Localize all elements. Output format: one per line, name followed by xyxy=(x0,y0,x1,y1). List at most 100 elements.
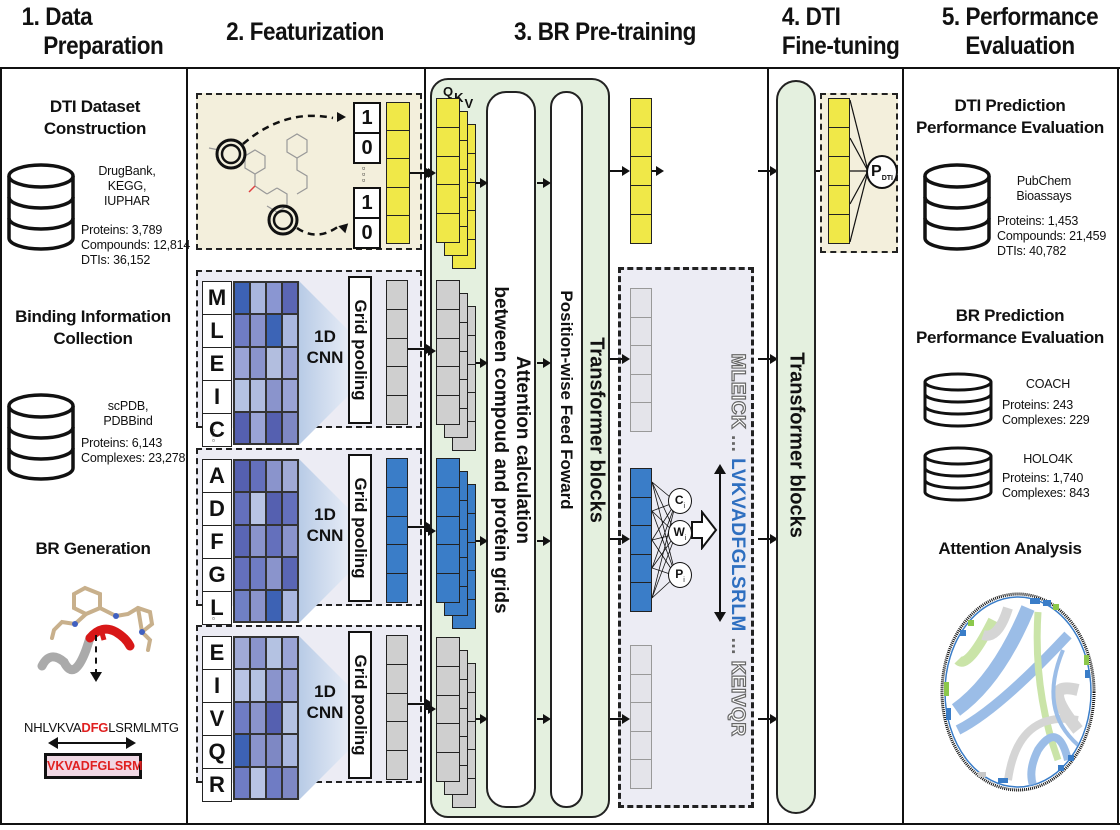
stat-line: DTIs: 40,782 xyxy=(997,244,1067,258)
node-main: W xyxy=(673,525,685,539)
pool-label: Grid pooling xyxy=(351,477,370,579)
binding-stats: Proteins: 6,143 Complexes: 23,278 xyxy=(81,436,191,466)
heatmap-cell xyxy=(266,701,282,735)
heatmap-cell xyxy=(250,669,266,702)
heatmap-cell xyxy=(234,346,250,380)
source-name: PDBBind xyxy=(103,414,153,428)
dti-dataset-title: DTI Dataset Construction xyxy=(5,96,185,140)
cnn-label: 1D CNN xyxy=(303,681,347,723)
residue-letter: C xyxy=(209,417,225,442)
dti-eval-stats: Proteins: 1,453 Compounds: 21,459 DTIs: … xyxy=(997,214,1112,259)
arrow xyxy=(426,704,436,714)
coach-stats: Proteins: 243 Complexes: 229 xyxy=(1002,398,1112,428)
pool-label: Grid pooling xyxy=(351,654,370,756)
title-line: Performance Evaluation xyxy=(915,328,1105,347)
heatmap-cell xyxy=(250,282,266,315)
dti-eval-sources: PubChem Bioassays xyxy=(1004,174,1084,204)
cnn-funnel xyxy=(299,459,349,623)
residue-letter: R xyxy=(209,772,225,797)
protein-output-vector-1 xyxy=(630,288,652,432)
divider-2 xyxy=(424,67,426,825)
heatmap-cell xyxy=(282,669,298,702)
heatmap-cell xyxy=(282,314,298,347)
protein-embedding-vector xyxy=(386,635,408,780)
heatmap-cell xyxy=(250,734,266,767)
cnn-funnel xyxy=(299,281,349,445)
label-line: CNN xyxy=(306,703,344,722)
ffn-block xyxy=(550,91,583,808)
stat-line: Proteins: 1,740 xyxy=(1002,471,1084,485)
grid-pooling-layer: Grid pooling xyxy=(348,631,372,779)
heatmap-cell xyxy=(234,379,250,412)
heatmap-cell xyxy=(266,314,282,347)
heatmap-cell xyxy=(266,411,282,444)
residue-letter: V xyxy=(203,703,231,736)
label-line: between compoud and protein grids xyxy=(490,286,511,614)
double-arrow xyxy=(48,737,136,749)
heatmap-cell xyxy=(250,701,266,735)
sequence-prefix: NHLVKVA xyxy=(24,720,82,735)
residue-letter: M xyxy=(203,282,231,315)
arrow xyxy=(426,526,436,536)
heatmap-cell xyxy=(282,346,298,380)
stat-line: Compounds: 21,459 xyxy=(997,229,1107,243)
arrow xyxy=(537,536,551,546)
node-main: P xyxy=(675,567,684,581)
header-line: 5. Performance xyxy=(941,3,1099,31)
heatmap-cell xyxy=(234,669,250,702)
top-border xyxy=(0,67,1120,69)
prediction-network-lines xyxy=(652,481,677,599)
heatmap-cell xyxy=(266,346,282,380)
heatmap-cell xyxy=(250,411,266,444)
predicted-sequence: MLEICK ... LVKVADFGLSRLM ... KEIVQR xyxy=(726,353,748,737)
output-node: Pi xyxy=(668,562,692,588)
compound-embedding-vector xyxy=(386,102,410,244)
header-line: 1. Data xyxy=(21,3,93,31)
stat-line: Proteins: 1,453 xyxy=(997,214,1079,228)
arrow xyxy=(426,168,436,178)
fingerprint-bit: 1 xyxy=(355,104,379,134)
section-header-featurization: 2. Featurization xyxy=(226,18,384,46)
residue-letter: I xyxy=(203,381,231,414)
heatmap-cell xyxy=(266,492,282,525)
query-matrix xyxy=(436,98,460,243)
heatmap-cell xyxy=(234,492,250,525)
label-line: 1D xyxy=(314,682,336,701)
protein-output-vector-3 xyxy=(630,645,652,789)
residue-letter: I xyxy=(203,670,231,703)
heatmap-cell xyxy=(282,411,298,444)
residue-letter: L xyxy=(203,315,231,348)
arrow xyxy=(610,354,630,364)
heatmap-cell xyxy=(234,282,250,315)
label-line: 1D xyxy=(314,505,336,524)
heatmap-cell xyxy=(282,766,298,799)
heatmap-cell xyxy=(282,379,298,412)
database-icon xyxy=(6,162,76,252)
heatmap-cell xyxy=(234,701,250,735)
dti-sources: DrugBank, KEGG, IUPHAR xyxy=(92,164,162,209)
compound-output-vector xyxy=(630,98,652,244)
section-header-performance-evaluation: 5. Performance Evaluation xyxy=(930,3,1110,61)
heatmap-cell xyxy=(266,557,282,590)
heatmap-cell xyxy=(282,637,298,670)
query-matrix xyxy=(436,637,460,782)
fingerprint-bit: 0 xyxy=(361,137,373,159)
arrow xyxy=(758,166,778,176)
k-label: K xyxy=(454,90,463,105)
residue-letter: L xyxy=(210,595,224,620)
heatmap-cell xyxy=(250,557,266,590)
stat-line: DTIs: 36,152 xyxy=(81,253,151,267)
seq-binding-region: LVKVADFGLSRLM xyxy=(727,458,748,632)
heatmap-cell xyxy=(250,379,266,412)
query-matrix xyxy=(436,458,460,603)
cnn-funnel xyxy=(299,636,349,800)
stat-line: Complexes: 229 xyxy=(1002,413,1090,427)
stat-line: Complexes: 23,278 xyxy=(81,451,186,465)
divider-1 xyxy=(186,67,188,825)
heatmap-cell xyxy=(234,524,250,558)
residue-letter: E xyxy=(203,348,231,381)
ffn-label: Position-wise Feed Foward xyxy=(557,290,576,510)
dti-output-lines xyxy=(850,99,869,243)
